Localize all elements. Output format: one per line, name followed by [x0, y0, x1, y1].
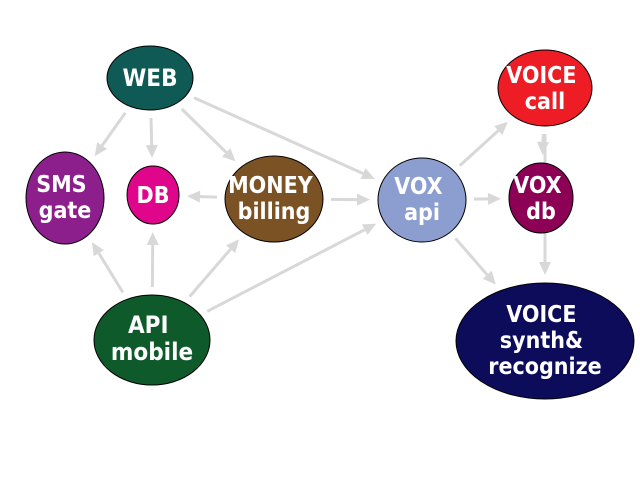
edge-api-to-vox [206, 228, 366, 313]
node-vox-db: VOX db [508, 162, 574, 234]
arrowhead-vox-to-voxdb [487, 192, 501, 205]
node-api-mobile: API mobile [93, 294, 211, 386]
edge-api-to-sms [97, 252, 125, 294]
arrowhead-money-to-vox [357, 193, 370, 206]
edge-web-to-money [180, 107, 228, 154]
node-money-billing: MONEY billing [224, 155, 324, 243]
arrowhead-web-to-sms [94, 142, 107, 157]
edge-api-to-money [188, 248, 232, 298]
arrowhead-web-to-db [145, 144, 158, 158]
node-voice-call-shape [497, 49, 593, 127]
node-web-shape [106, 45, 194, 111]
edge-money-to-db [199, 195, 218, 199]
arrowhead-api-to-money [226, 239, 240, 254]
node-api-mobile-shape [93, 294, 211, 386]
arrowhead-vox-to-voicesynth [482, 270, 496, 285]
arrowhead-vox-to-voicecall [494, 121, 508, 135]
edge-vox-to-voicesynth [454, 237, 489, 276]
node-api-mobile-label: API mobile [111, 311, 193, 366]
node-voice-synth-label: VOICE synth& recognize [488, 302, 601, 380]
arrowhead-voicecall-to-voicesynth [539, 262, 551, 275]
edge-web-to-db [149, 117, 154, 146]
nodes-layer: WEB SMS gate DB MONEY billing [25, 45, 635, 400]
node-voice-call-label: VOICE call [506, 63, 583, 115]
node-sms-gate-label: SMS gate [36, 172, 94, 224]
arrowhead-money-to-db [187, 190, 201, 203]
node-db-label: DB [137, 183, 170, 209]
node-vox-db-label: VOX db [513, 173, 569, 225]
node-sms-gate: SMS gate [25, 151, 105, 245]
node-db: DB [126, 165, 180, 225]
node-voice-synth-shape [455, 282, 635, 400]
node-db-shape [126, 165, 180, 225]
node-vox-db-shape [508, 162, 574, 234]
arrowhead-api-to-vox [361, 223, 377, 235]
arrowhead-web-to-vox [360, 168, 375, 179]
arrowhead-api-to-sms [92, 242, 104, 257]
node-money-billing-shape [224, 155, 324, 243]
arrowhead-web-to-money [222, 148, 236, 162]
node-sms-gate-shape [25, 151, 105, 245]
edges-layer [92, 96, 551, 313]
node-vox-api-shape [377, 157, 467, 243]
node-web-label: WEB [122, 64, 177, 92]
node-voice-call: VOICE call [497, 49, 593, 127]
edge-web-to-vox [193, 96, 364, 175]
edge-vox-to-voicecall [458, 129, 500, 167]
edge-web-to-sms [100, 111, 127, 147]
node-vox-api-label: VOX api [394, 174, 450, 226]
node-money-billing-label: MONEY billing [228, 173, 320, 225]
node-web: WEB [106, 45, 194, 111]
arrowhead-api-to-db [146, 232, 159, 245]
node-voice-synth: VOICE synth& recognize [455, 282, 635, 400]
node-vox-api: VOX api [377, 157, 467, 243]
arrowhead-voicecall-to-voxdb [537, 141, 549, 155]
